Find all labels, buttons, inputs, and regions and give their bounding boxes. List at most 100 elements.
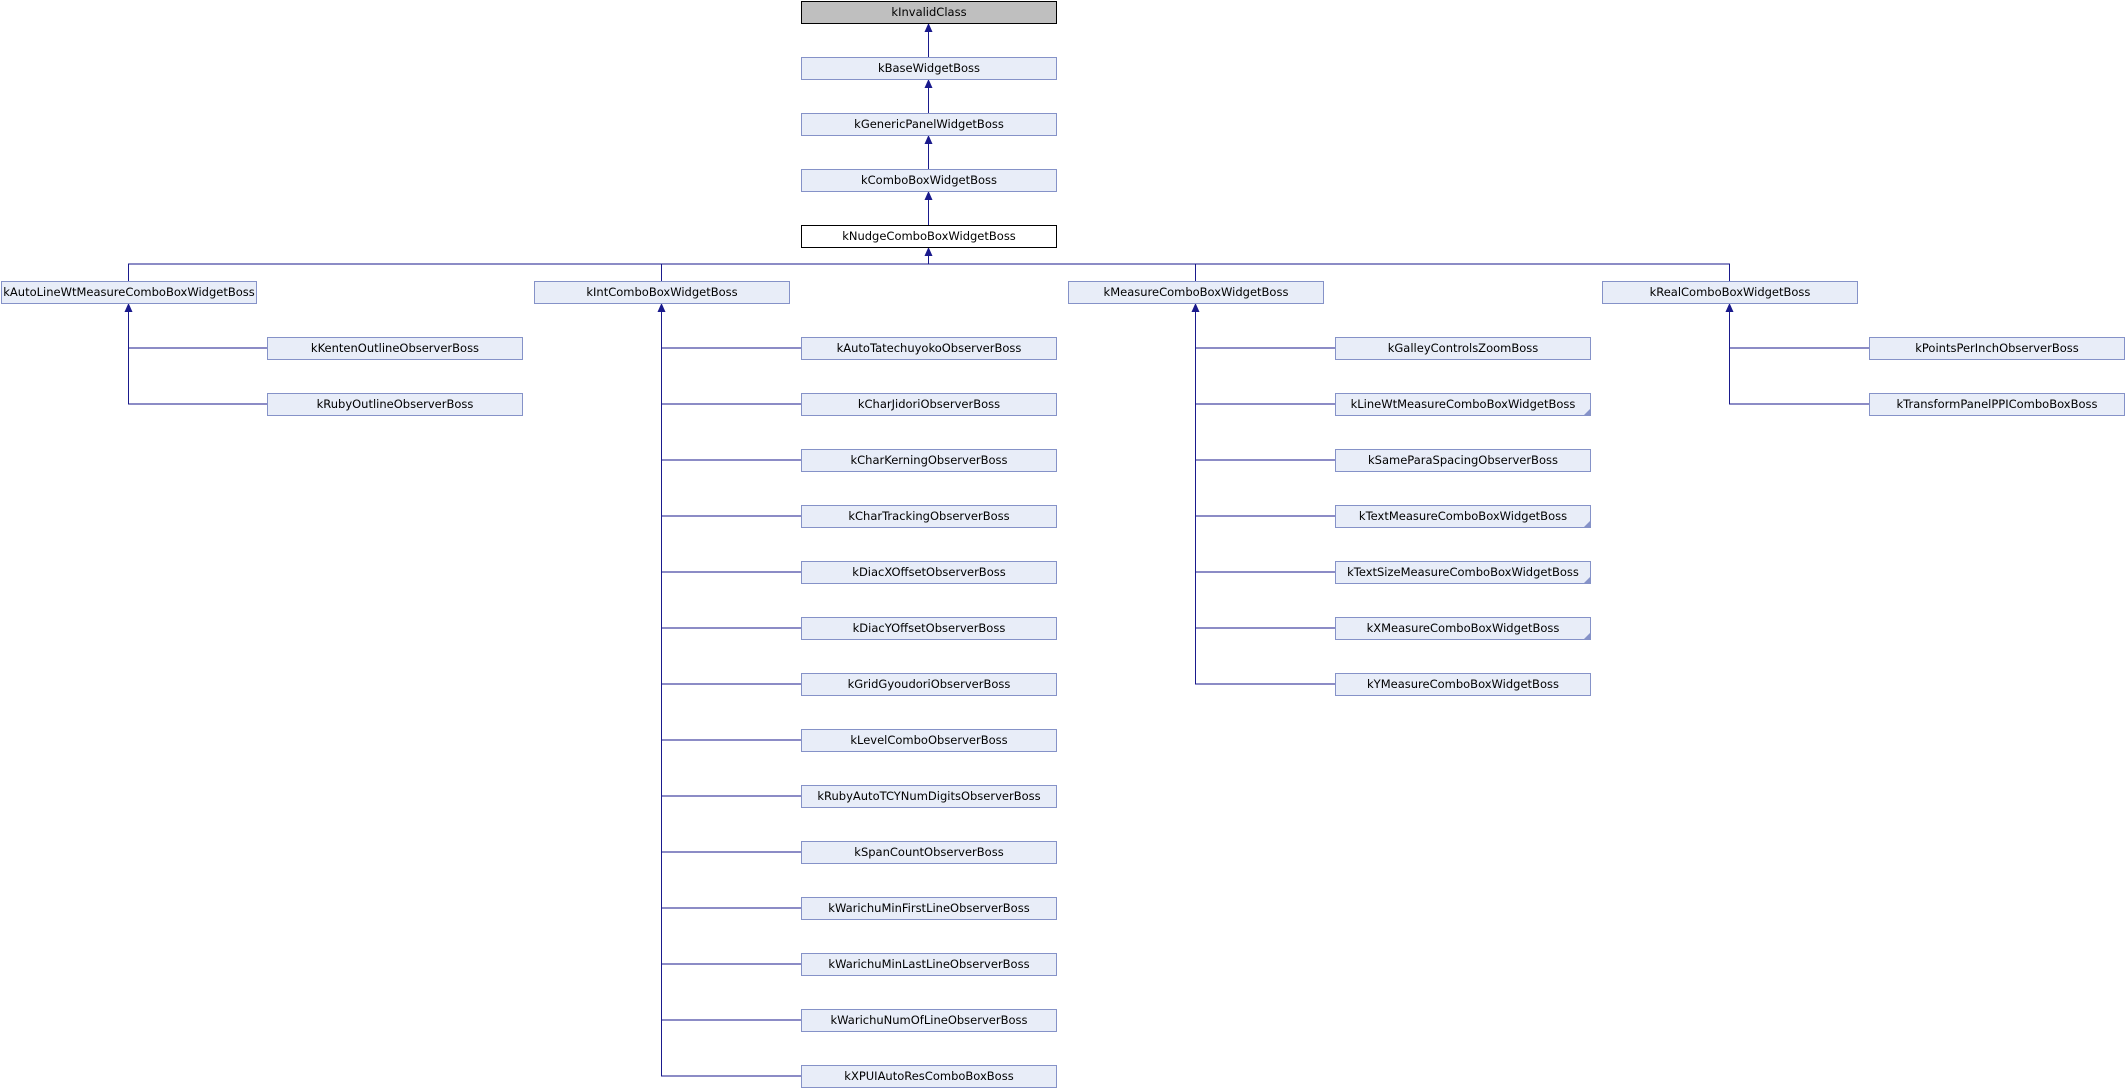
class-node-r2[interactable]: kTransformPanelPPIComboBoxBoss xyxy=(1869,393,2125,416)
edge-r2-to-real xyxy=(1729,303,1869,405)
class-node-i5[interactable]: kDiacXOffsetObserverBoss xyxy=(801,561,1057,584)
class-node-int[interactable]: kIntComboBoxWidgetBoss xyxy=(534,281,790,304)
class-node-m2[interactable]: kLineWtMeasureComboBoxWidgetBoss xyxy=(1335,393,1591,416)
class-node-m5[interactable]: kTextSizeMeasureComboBoxWidgetBoss xyxy=(1335,561,1591,584)
class-box xyxy=(801,729,1057,752)
class-box xyxy=(1869,337,2125,360)
edge-i6-to-int xyxy=(661,303,801,629)
class-label: kCharKerningObserverBoss xyxy=(850,453,1007,467)
class-node-i3[interactable]: kCharKerningObserverBoss xyxy=(801,449,1057,472)
class-label: kDiacXOffsetObserverBoss xyxy=(852,565,1005,579)
class-box xyxy=(801,393,1057,416)
class-box xyxy=(1602,281,1858,304)
class-box xyxy=(801,1009,1057,1032)
class-node-invalid[interactable]: kInvalidClass xyxy=(801,1,1057,24)
class-box xyxy=(1,281,257,304)
truncated-marker-icon xyxy=(1583,408,1591,416)
class-node-i10[interactable]: kSpanCountObserverBoss xyxy=(801,841,1057,864)
class-node-i13[interactable]: kWarichuNumOfLineObserverBoss xyxy=(801,1009,1057,1032)
class-box xyxy=(801,561,1057,584)
class-node-base[interactable]: kBaseWidgetBoss xyxy=(801,57,1057,80)
edge-i10-to-int xyxy=(661,303,801,853)
class-node-nudge[interactable]: kNudgeComboBoxWidgetBoss xyxy=(801,225,1057,248)
class-label: kGenericPanelWidgetBoss xyxy=(854,117,1004,131)
class-node-i7[interactable]: kGridGyoudoriObserverBoss xyxy=(801,673,1057,696)
edge-ruby-to-autoline xyxy=(128,303,267,405)
edge-m1-to-measure xyxy=(1195,303,1335,349)
edge-m4-to-measure xyxy=(1195,303,1335,517)
class-label: kKentenOutlineObserverBoss xyxy=(311,341,479,355)
edge-m5-to-measure xyxy=(1195,303,1335,573)
class-label: kMeasureComboBoxWidgetBoss xyxy=(1104,285,1289,299)
class-box xyxy=(801,57,1057,80)
class-label: kXMeasureComboBoxWidgetBoss xyxy=(1367,621,1560,635)
edge-r1-to-real xyxy=(1729,303,1869,349)
class-node-combo[interactable]: kComboBoxWidgetBoss xyxy=(801,169,1057,192)
class-node-i2[interactable]: kCharJidoriObserverBoss xyxy=(801,393,1057,416)
class-node-measure[interactable]: kMeasureComboBoxWidgetBoss xyxy=(1068,281,1324,304)
edge-i5-to-int xyxy=(661,303,801,573)
class-node-i12[interactable]: kWarichuMinLastLineObserverBoss xyxy=(801,953,1057,976)
edge-kenten-to-autoline xyxy=(128,303,267,349)
class-box xyxy=(801,953,1057,976)
class-node-m3[interactable]: kSameParaSpacingObserverBoss xyxy=(1335,449,1591,472)
class-label: kRubyOutlineObserverBoss xyxy=(317,397,474,411)
class-node-i6[interactable]: kDiacYOffsetObserverBoss xyxy=(801,617,1057,640)
class-box xyxy=(801,169,1057,192)
class-node-m6[interactable]: kXMeasureComboBoxWidgetBoss xyxy=(1335,617,1591,640)
arrowhead-invalid xyxy=(924,23,933,32)
class-box xyxy=(801,449,1057,472)
class-node-autoline[interactable]: kAutoLineWtMeasureComboBoxWidgetBoss xyxy=(1,281,257,304)
class-node-m1[interactable]: kGalleyControlsZoomBoss xyxy=(1335,337,1591,360)
class-box xyxy=(801,225,1057,248)
class-box xyxy=(1335,337,1591,360)
class-label: kRubyAutoTCYNumDigitsObserverBoss xyxy=(817,789,1040,803)
class-box xyxy=(801,841,1057,864)
class-node-ruby[interactable]: kRubyOutlineObserverBoss xyxy=(267,393,523,416)
class-node-generic[interactable]: kGenericPanelWidgetBoss xyxy=(801,113,1057,136)
class-box xyxy=(801,505,1057,528)
class-node-real[interactable]: kRealComboBoxWidgetBoss xyxy=(1602,281,1858,304)
truncated-marker-icon xyxy=(1583,632,1591,640)
edge-i7-to-int xyxy=(661,303,801,685)
class-label: kTextMeasureComboBoxWidgetBoss xyxy=(1359,509,1567,523)
class-box xyxy=(801,673,1057,696)
class-label: kDiacYOffsetObserverBoss xyxy=(853,621,1006,635)
class-node-kenten[interactable]: kKentenOutlineObserverBoss xyxy=(267,337,523,360)
class-node-m4[interactable]: kTextMeasureComboBoxWidgetBoss xyxy=(1335,505,1591,528)
class-node-m7[interactable]: kYMeasureComboBoxWidgetBoss xyxy=(1335,673,1591,696)
class-label: kInvalidClass xyxy=(891,5,966,19)
class-label: kIntComboBoxWidgetBoss xyxy=(586,285,737,299)
class-box xyxy=(1335,673,1591,696)
class-node-i9[interactable]: kRubyAutoTCYNumDigitsObserverBoss xyxy=(801,785,1057,808)
class-label: kTransformPanelPPIComboBoxBoss xyxy=(1896,397,2097,411)
edge-i13-to-int xyxy=(661,303,801,1021)
arrowhead-measure xyxy=(1191,303,1200,312)
class-label: kGridGyoudoriObserverBoss xyxy=(848,677,1011,691)
truncated-marker-icon xyxy=(1583,576,1591,584)
class-box xyxy=(1068,281,1324,304)
class-box xyxy=(267,337,523,360)
arrowhead-base xyxy=(924,79,933,88)
class-box xyxy=(1335,449,1591,472)
class-label: kBaseWidgetBoss xyxy=(878,61,980,75)
class-label: kWarichuMinFirstLineObserverBoss xyxy=(828,901,1029,915)
class-label: kYMeasureComboBoxWidgetBoss xyxy=(1367,677,1559,691)
class-node-i4[interactable]: kCharTrackingObserverBoss xyxy=(801,505,1057,528)
class-box xyxy=(1335,393,1591,416)
class-node-i8[interactable]: kLevelComboObserverBoss xyxy=(801,729,1057,752)
class-node-i11[interactable]: kWarichuMinFirstLineObserverBoss xyxy=(801,897,1057,920)
edge-i4-to-int xyxy=(661,303,801,517)
class-node-r1[interactable]: kPointsPerInchObserverBoss xyxy=(1869,337,2125,360)
class-node-i1[interactable]: kAutoTatechuyokoObserverBoss xyxy=(801,337,1057,360)
edge-i2-to-int xyxy=(661,303,801,405)
class-box xyxy=(801,617,1057,640)
edge-i1-to-int xyxy=(661,303,801,349)
arrowhead-int xyxy=(657,303,666,312)
class-label: kXPUIAutoResComboBoxBoss xyxy=(844,1069,1013,1083)
class-node-i14[interactable]: kXPUIAutoResComboBoxBoss xyxy=(801,1065,1057,1088)
class-box xyxy=(1335,561,1591,584)
edge-i14-to-int xyxy=(661,303,801,1077)
